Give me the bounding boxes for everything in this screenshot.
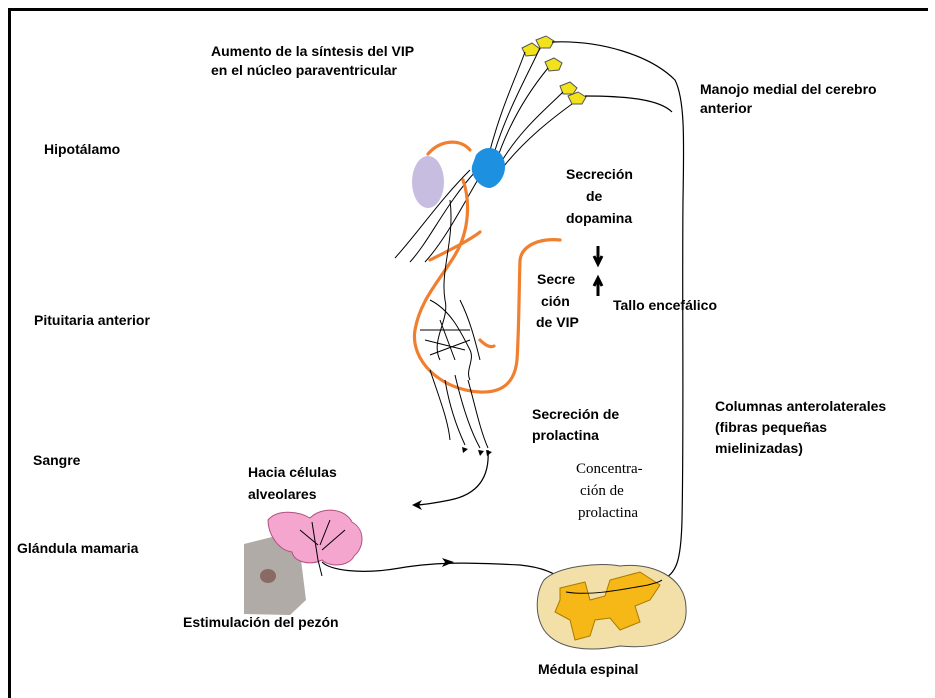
hypothalamus-label: Hipotálamo [44, 140, 120, 159]
spinal-cord [537, 565, 686, 649]
concentration-label-2: ción de [580, 481, 624, 501]
mammary-gland-label: Glándula mamaria [17, 539, 138, 558]
alveolar-label-2: alveolares [248, 485, 317, 504]
spinal-cord-label: Médula espinal [538, 660, 638, 679]
mfb-label-1: Manojo medial del cerebro [700, 80, 877, 99]
vip-synthesis-label-1: Aumento de la síntesis del VIP [211, 42, 414, 61]
anterolateral-label-1: Columnas anterolaterales [715, 397, 886, 416]
prolactin-secretion-label-2: prolactina [532, 426, 599, 445]
concentration-label-1: Concentra- [576, 459, 643, 479]
anterolateral-label-2: (fibras pequeñas [715, 418, 827, 437]
dopamine-down-arrow [594, 246, 602, 264]
mfb-label-2: anterior [700, 99, 752, 118]
prolactin-to-gland-path [415, 450, 488, 505]
vip-synthesis-label-2: en el núcleo paraventricular [211, 61, 397, 80]
brainstem-label: Tallo encefálico [613, 296, 717, 315]
dopamine-label-2: de [586, 187, 602, 206]
nipple-stimulation-label: Estimulación del pezón [183, 613, 339, 632]
portal-vessels [420, 200, 488, 448]
vip-secretion-label-1: Secre [537, 270, 575, 289]
lavender-nucleus [412, 156, 444, 208]
vip-secretion-label-2: ción [541, 292, 570, 311]
anterolateral-label-3: mielinizadas) [715, 439, 803, 458]
nipple [260, 569, 276, 583]
terminal-2 [536, 36, 554, 48]
mammary-gland [244, 510, 362, 615]
dopamine-label-1: Secreción [566, 165, 633, 184]
concentration-label-3: prolactina [578, 503, 638, 523]
vip-secretion-label-3: de VIP [536, 313, 579, 332]
dopamine-label-3: dopamina [566, 209, 632, 228]
blood-label: Sangre [33, 451, 80, 470]
prolactin-secretion-label-1: Secreción de [532, 405, 619, 424]
afferent-arrowhead [442, 558, 454, 567]
vip-up-arrow [594, 278, 602, 296]
alveolar-label-1: Hacia células [248, 463, 337, 482]
anterior-pituitary-label: Pituitaria anterior [34, 311, 150, 330]
nerve-terminals [522, 36, 586, 104]
